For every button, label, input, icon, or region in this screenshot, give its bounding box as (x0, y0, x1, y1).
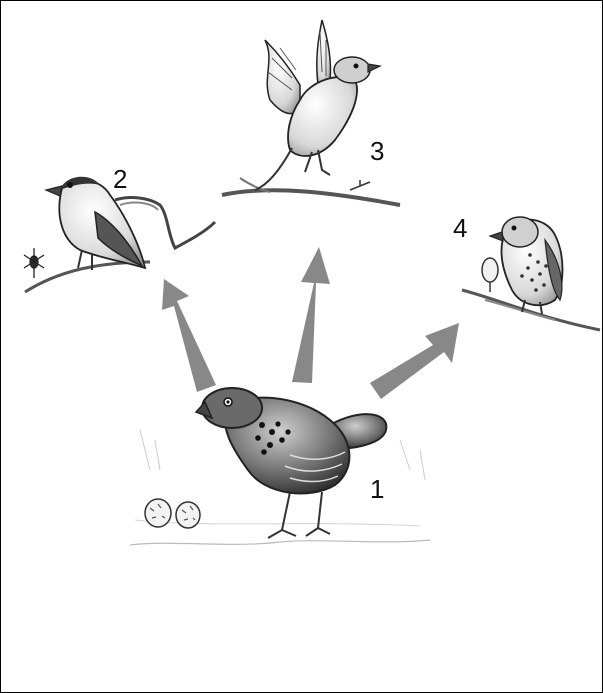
label-bird-3: 3 (370, 136, 384, 166)
fruit-eating-bird-icon (462, 217, 600, 330)
arrow-to-bird-4 (370, 323, 459, 399)
flying-bird-icon (222, 20, 400, 205)
label-bird-2: 2 (113, 164, 127, 194)
label-bird-4: 4 (453, 213, 467, 243)
ground-finch-icon (130, 388, 430, 545)
insect-eating-bird-icon (24, 177, 215, 292)
label-bird-1: 1 (370, 474, 384, 504)
arrow-to-bird-2 (162, 279, 216, 392)
arrow-to-bird-3 (292, 247, 330, 383)
